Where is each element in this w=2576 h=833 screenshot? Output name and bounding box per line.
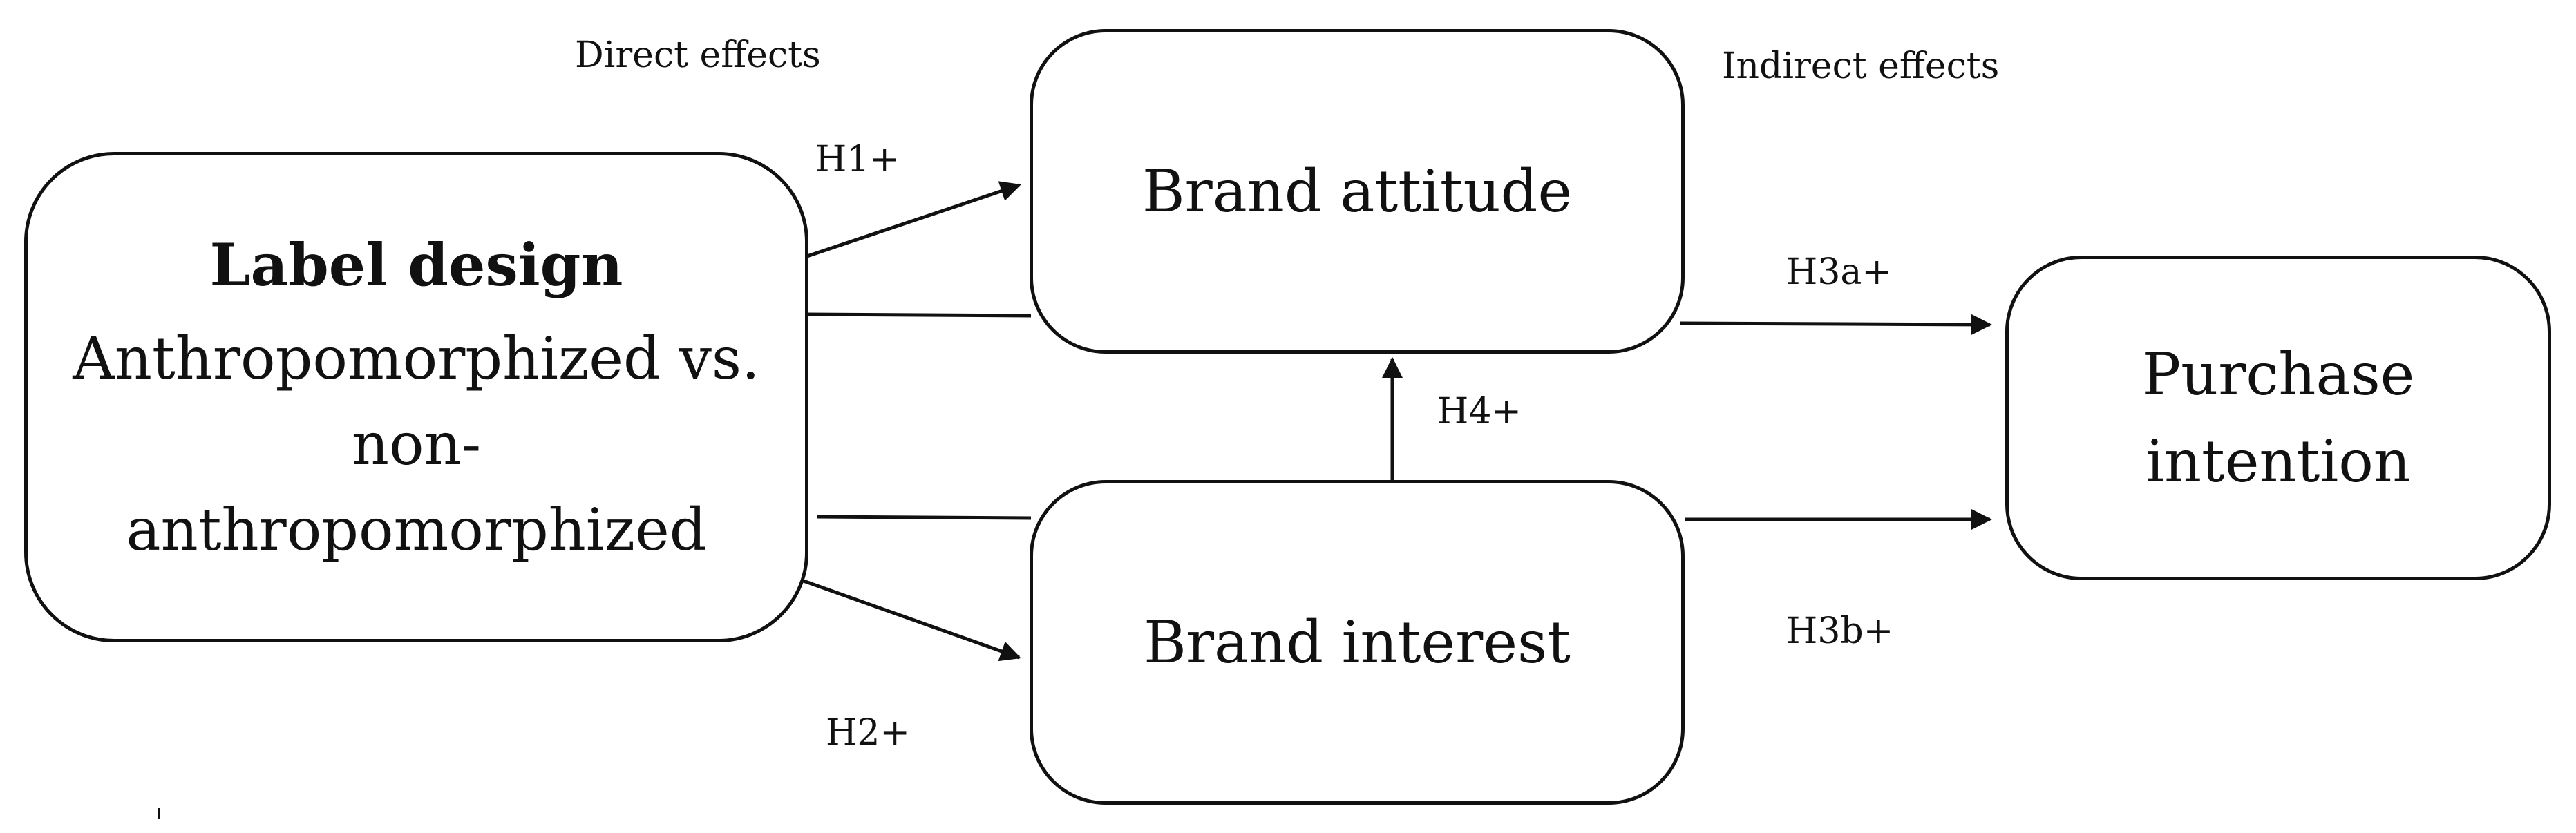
purchase-intention-box: Purchase intention — [2005, 256, 2551, 580]
label-design-line-3: anthropomorphized — [126, 496, 707, 564]
brand-interest-label: Brand interest — [1144, 609, 1571, 676]
purchase-intention-line-2: intention — [2146, 428, 2411, 495]
h2-label: H2+ — [826, 712, 911, 754]
h3a-arrow — [1680, 314, 1992, 335]
h4-label: H4+ — [1437, 391, 1522, 432]
h3a-label: H3a+ — [1786, 251, 1893, 293]
h1-label: H1+ — [815, 139, 900, 180]
brand-interest-box: Brand interest — [1030, 480, 1685, 805]
brand-attitude-box: Brand attitude — [1030, 29, 1685, 354]
brand-attitude-label: Brand attitude — [1142, 157, 1573, 225]
label-design-box: Label design Anthropomorphized vs. non- … — [24, 152, 808, 642]
h3b-label: H3b+ — [1786, 611, 1894, 652]
purchase-intention-line-1: Purchase — [2141, 341, 2415, 408]
indirect-effects-label: Indirect effects — [1722, 46, 2000, 87]
label-design-title: Label design — [209, 230, 623, 299]
label-design-line-2: non- — [351, 410, 482, 478]
h2-arrow — [801, 578, 1021, 662]
label-to-attitude-line — [804, 312, 1032, 318]
h1-arrow — [804, 181, 1021, 259]
label-to-interest-line — [817, 515, 1032, 520]
direct-effects-label: Direct effects — [575, 35, 821, 76]
label-design-line-1: Anthropomorphized vs. — [73, 324, 760, 392]
